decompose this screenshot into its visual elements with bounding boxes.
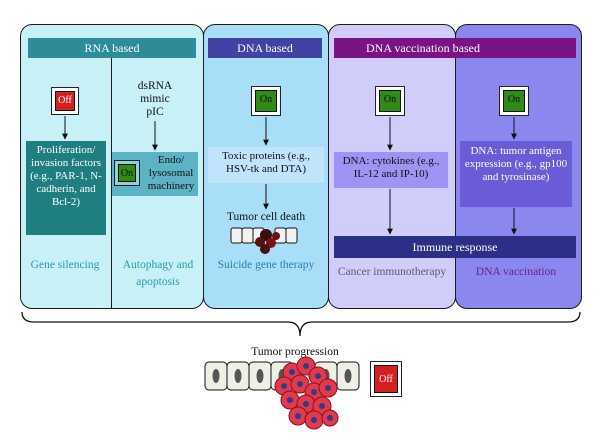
gene-silencing-caption: Gene silencing [30,259,100,271]
on-switch-label: On [255,90,277,112]
off-switch-label: Off [374,365,398,393]
curly-brace [21,311,581,337]
cytokines-box: DNA: cytokines (e.g., IL-12 and IP-10) [334,152,448,188]
tumor-antigen-on-switch: On [499,86,529,116]
dsrna-mimic-label: dsRNA mimic pIC [137,80,173,118]
vaccination-header: DNA vaccination based [334,38,576,58]
tumor-cell-death-label: Tumor cell death [226,211,306,223]
tumor-antigen-box: DNA: tumor antigen expression (e.g., gp1… [460,141,572,207]
dna-vaccination-caption: DNA vaccination [475,266,557,278]
tumor-progression-label: Tumor progression [251,346,339,358]
on-switch-label: On [503,90,525,112]
immune-response-bar: Immune response [334,236,576,258]
cytokines-on-switch: On [375,86,405,116]
gene-silencing-off-switch: Off [51,87,79,115]
cancer-immunotherapy-caption: Cancer immunotherapy [337,266,447,278]
suicide-gene-therapy-caption: Suicide gene therapy [217,259,315,271]
off-switch-label: Off [55,91,75,111]
on-switch-label: On [118,164,136,182]
dna-header: DNA based [208,38,322,58]
proliferation-factors-box: Proliferation/ invasion factors (e.g., P… [26,141,106,235]
rna-header: RNA based [28,38,196,58]
autophagy-on-switch: On [114,160,140,186]
tumor-cluster [274,356,339,430]
rna-divider [111,58,112,309]
on-switch-label: On [379,90,401,112]
endo-lysosomal-label: Endo/ lysosomal machinery [147,154,195,192]
tumor-progression-off-switch: Off [370,361,402,397]
dying-tumor-cells [230,227,298,254]
dna-on-switch: On [251,86,281,116]
autophagy-caption: Autophagy and apoptosis [122,259,194,288]
toxic-proteins-box: Toxic proteins (e.g., HSV-tk and DTA) [208,147,324,183]
